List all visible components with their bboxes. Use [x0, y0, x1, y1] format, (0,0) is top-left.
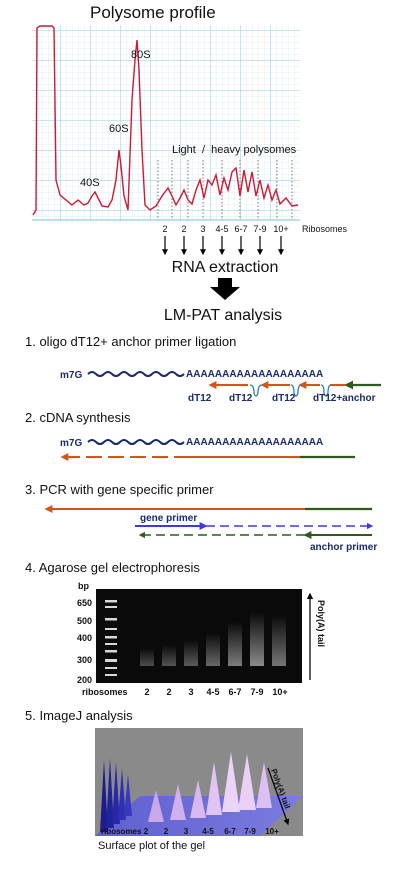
step1-primer-1: dT12 — [188, 393, 212, 404]
polysome-grid — [32, 25, 300, 220]
big-down-arrow — [210, 278, 240, 300]
plot-lane-1: 2 — [144, 827, 149, 836]
plot-lane-7: 10+ — [265, 827, 279, 836]
plot-lane-2: 2 — [164, 827, 169, 836]
gel-lane-6: 7-9 — [250, 687, 263, 697]
step1-title: 1. oligo dT12+ anchor primer ligation — [25, 334, 236, 349]
plot-lane-6: 7-9 — [244, 827, 256, 836]
step1-mrna-wave — [87, 371, 185, 377]
fraction-label-1: 2 — [162, 224, 167, 234]
fraction-label-2: 2 — [181, 224, 186, 234]
step2-mrna-wave — [87, 439, 185, 445]
gel-lane-3: 3 — [188, 687, 193, 697]
gel-image — [96, 589, 302, 683]
fraction-label-3: 3 — [200, 224, 205, 234]
gel-bp-markers: 650 500 400 300 200 — [77, 598, 92, 685]
bp-marker-400: 400 — [77, 633, 92, 643]
ribosomes-axis-label: Ribosomes — [302, 224, 348, 234]
fraction-label-4: 4-5 — [215, 224, 228, 234]
gel-lane-7: 10+ — [272, 687, 287, 697]
fraction-dividers — [157, 160, 293, 220]
step1-primer-anchor: dT12+anchor — [313, 393, 376, 404]
fraction-label-7: 10+ — [273, 224, 288, 234]
step1-linker-2 — [290, 384, 302, 397]
gel-polya-label: Poly(A) tail — [316, 600, 326, 647]
step5-title: 5. ImageJ analysis — [25, 708, 133, 723]
step1-linker-3 — [320, 384, 332, 397]
plot-lane-labels: ribosomes 2 2 3 4-5 6-7 7-9 10+ — [101, 827, 279, 836]
gel-lane-1: 2 — [144, 687, 149, 697]
fraction-labels: 2 2 3 4-5 6-7 7-9 10+ Ribosomes — [162, 224, 347, 234]
surface-plot-peaks — [100, 752, 272, 832]
gel-lane-title: ribosomes — [82, 687, 128, 697]
gel-lanes — [140, 612, 286, 666]
step4-title: 4. Agarose gel electrophoresis — [25, 560, 200, 575]
peak-40s: 40S — [80, 177, 100, 189]
step2-cap: m7G — [60, 438, 82, 449]
polysome-title: Polysome profile — [90, 3, 216, 22]
step1-primer-2: dT12 — [229, 393, 253, 404]
step3-anchor-primer-label: anchor primer — [310, 542, 377, 553]
gel-ladder — [105, 600, 117, 676]
rna-extraction-label: RNA extraction — [172, 259, 279, 276]
fraction-arrows — [162, 236, 284, 256]
bp-marker-650: 650 — [77, 598, 92, 608]
gel-lane-labels: ribosomes 2 2 3 4-5 6-7 7-9 10+ — [82, 687, 288, 697]
bp-marker-200: 200 — [77, 675, 92, 685]
fraction-label-6: 7-9 — [253, 224, 266, 234]
bp-marker-500: 500 — [77, 616, 92, 626]
step2-polya: AAAAAAAAAAAAAAAAAAA — [186, 437, 323, 448]
step1-primer-3: dT12 — [272, 393, 296, 404]
gel-lane-4: 4-5 — [206, 687, 219, 697]
plot-lane-4: 4-5 — [202, 827, 214, 836]
gel-lane-2: 2 — [166, 687, 171, 697]
plot-lane-5: 6-7 — [224, 827, 236, 836]
polysome-trace — [32, 25, 299, 216]
step3-gene-primer-label: gene primer — [140, 513, 197, 524]
step3-title: 3. PCR with gene specific primer — [25, 482, 214, 497]
polysome-annotation: Light / heavy polysomes — [172, 144, 297, 156]
peak-60s: 60S — [109, 123, 129, 135]
lm-pat-label: LM-PAT analysis — [164, 307, 282, 324]
step1-polya: AAAAAAAAAAAAAAAAAAA — [186, 369, 323, 380]
plot-lane-3: 3 — [184, 827, 189, 836]
step1-linker-1 — [249, 384, 263, 397]
step2-title: 2. cDNA synthesis — [25, 410, 131, 425]
fraction-label-5: 6-7 — [234, 224, 247, 234]
bp-marker-300: 300 — [77, 655, 92, 665]
peak-80s: 80S — [131, 49, 151, 61]
surface-plot-caption: Surface plot of the gel — [98, 840, 205, 852]
gel-bp-label: bp — [78, 581, 89, 591]
plot-polya-arrow — [267, 767, 290, 826]
step1-cap: m7G — [60, 370, 82, 381]
plot-lane-title: ribosomes — [101, 827, 142, 836]
gel-lane-5: 6-7 — [228, 687, 241, 697]
